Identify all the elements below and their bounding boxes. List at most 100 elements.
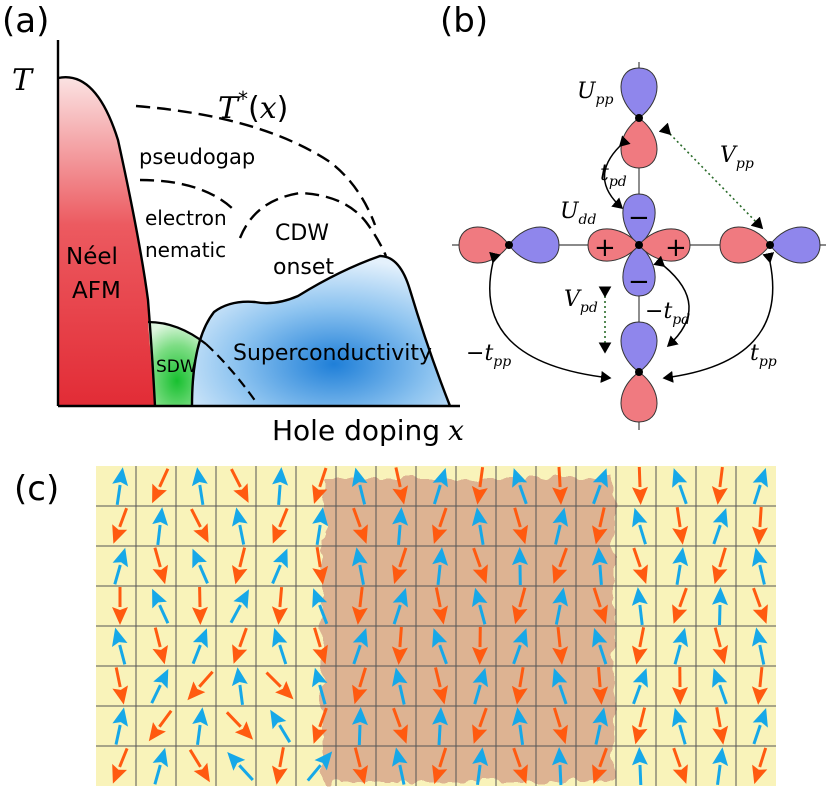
spin-arrow-head xyxy=(392,507,409,526)
spin-arrow-shaft xyxy=(277,484,282,506)
tstar-label: T*(x) xyxy=(218,87,288,126)
spin-arrow-shaft xyxy=(558,764,563,786)
minus-tpp-sign: − xyxy=(466,341,484,366)
spin-arrow-shaft xyxy=(512,644,522,665)
spin-arrow-shaft xyxy=(352,644,362,665)
spin-arrow-head xyxy=(352,684,368,705)
spin-arrow-shaft xyxy=(238,764,254,782)
spin-arrow-shaft xyxy=(473,684,482,705)
spin-arrow-head xyxy=(192,606,208,625)
afm-region xyxy=(58,77,155,406)
spin-arrow-shaft xyxy=(398,684,406,705)
vpd-label: Vpd xyxy=(564,287,598,316)
spin-arrow-head xyxy=(552,747,568,766)
minus-tpd-label: −tpd xyxy=(645,299,690,328)
atom-top xyxy=(635,114,643,122)
spin-arrow-head xyxy=(312,724,328,744)
spin-arrow-shaft xyxy=(114,724,122,745)
spin-arrow-shaft xyxy=(678,724,687,745)
spin-arrow-head xyxy=(632,507,648,528)
axis-x-text: Hole doping xyxy=(272,414,440,447)
spin-arrow-head xyxy=(471,507,488,527)
spin-arrow-shaft xyxy=(478,466,485,488)
spin-arrow-head xyxy=(512,604,528,625)
tpd-upper-arrow xyxy=(603,135,631,209)
spin-arrow-shaft xyxy=(672,747,682,768)
spin-arrow-head xyxy=(712,725,729,745)
spin-arrow-shaft xyxy=(118,507,129,528)
vpp-dotted-arrow xyxy=(658,122,764,230)
spin-arrow-head xyxy=(392,724,408,744)
sign-minus-bottom: − xyxy=(628,267,650,297)
spin-arrow-head xyxy=(432,707,448,726)
spin-arrow-shaft xyxy=(278,724,292,743)
spin-arrow-head xyxy=(472,724,488,744)
spin-arrow-shaft xyxy=(437,724,442,746)
vpd-sub: pd xyxy=(580,300,598,316)
atom-center xyxy=(635,241,643,249)
spin-arrow-shaft xyxy=(478,604,487,625)
p-orbital-bottom-lobe-up xyxy=(620,321,658,373)
spin-arrow-shaft xyxy=(637,466,642,488)
atom-bottom xyxy=(635,368,643,376)
spin-arrow-shaft xyxy=(752,724,762,745)
spin-arrow-head xyxy=(153,668,169,689)
spin-arrow-shaft xyxy=(394,467,402,488)
sign-plus-left: + xyxy=(594,233,616,263)
cdw-label: CDW xyxy=(275,221,329,246)
spin-arrow-shaft xyxy=(438,747,448,768)
spin-arrow-shaft xyxy=(229,604,242,624)
vpp-label: Vpp xyxy=(720,143,754,172)
spin-arrow-head xyxy=(472,564,488,584)
spin-arrow-shaft xyxy=(118,747,129,768)
spin-arrow-shaft xyxy=(358,586,364,608)
sc-label: Superconductivity xyxy=(233,341,432,366)
spin-arrow-shaft xyxy=(150,684,162,704)
spin-arrow-head xyxy=(632,645,648,665)
spin-arrow-head xyxy=(632,486,648,505)
spin-arrow-shaft xyxy=(556,626,562,648)
spin-arrow-head xyxy=(511,707,528,727)
spin-arrow-head xyxy=(432,764,448,785)
spin-arrow-head xyxy=(272,627,288,648)
spin-arrow-shaft xyxy=(156,524,162,546)
d-orbital-lobe-up xyxy=(622,193,656,246)
spin-arrow-shaft xyxy=(318,684,327,705)
spin-arrow-shaft xyxy=(198,670,214,688)
spin-arrow-head xyxy=(312,565,329,585)
spin-arrow-head xyxy=(152,507,169,526)
spin-arrow-shaft xyxy=(478,707,488,728)
spin-arrow-head xyxy=(391,646,408,665)
spin-arrow-shaft xyxy=(752,484,762,505)
vpp-sub: pp xyxy=(736,156,754,172)
spin-arrow-head xyxy=(187,681,206,701)
spin-arrow-shaft xyxy=(557,466,562,488)
spin-arrow-shaft xyxy=(358,564,365,585)
spin-arrow-shaft xyxy=(632,547,642,568)
spin-arrow-head xyxy=(314,751,333,771)
spin-arrow-head xyxy=(432,467,448,488)
spin-arrow-shaft xyxy=(318,707,328,728)
spin-arrow-shaft xyxy=(357,724,362,746)
spin-arrow-shaft xyxy=(558,684,568,705)
spin-arrow-head xyxy=(193,762,210,783)
spin-arrow-shaft xyxy=(318,467,328,488)
panel-b-orbitals: (b) − − + + xyxy=(440,1,826,430)
spin-arrow-head xyxy=(672,764,688,784)
spin-arrow-shaft xyxy=(718,684,728,705)
tpd-upper-label: tpd xyxy=(600,161,627,190)
spin-arrow-shaft xyxy=(153,764,162,785)
spin-arrow-head xyxy=(232,507,248,527)
tpp-right-arrow xyxy=(662,252,775,383)
spin-arrow-shaft xyxy=(718,604,722,626)
spin-arrow-shaft xyxy=(673,644,682,665)
spin-arrow-head xyxy=(392,485,408,505)
spin-arrow-shaft xyxy=(598,507,606,528)
minus-tpp-sub: pp xyxy=(493,354,511,370)
spin-arrow-shaft xyxy=(675,506,682,528)
spin-arrow-head xyxy=(552,646,569,665)
spin-arrow-shaft xyxy=(392,604,402,625)
spin-arrow-head xyxy=(112,763,127,784)
spin-arrow-head xyxy=(392,747,408,767)
